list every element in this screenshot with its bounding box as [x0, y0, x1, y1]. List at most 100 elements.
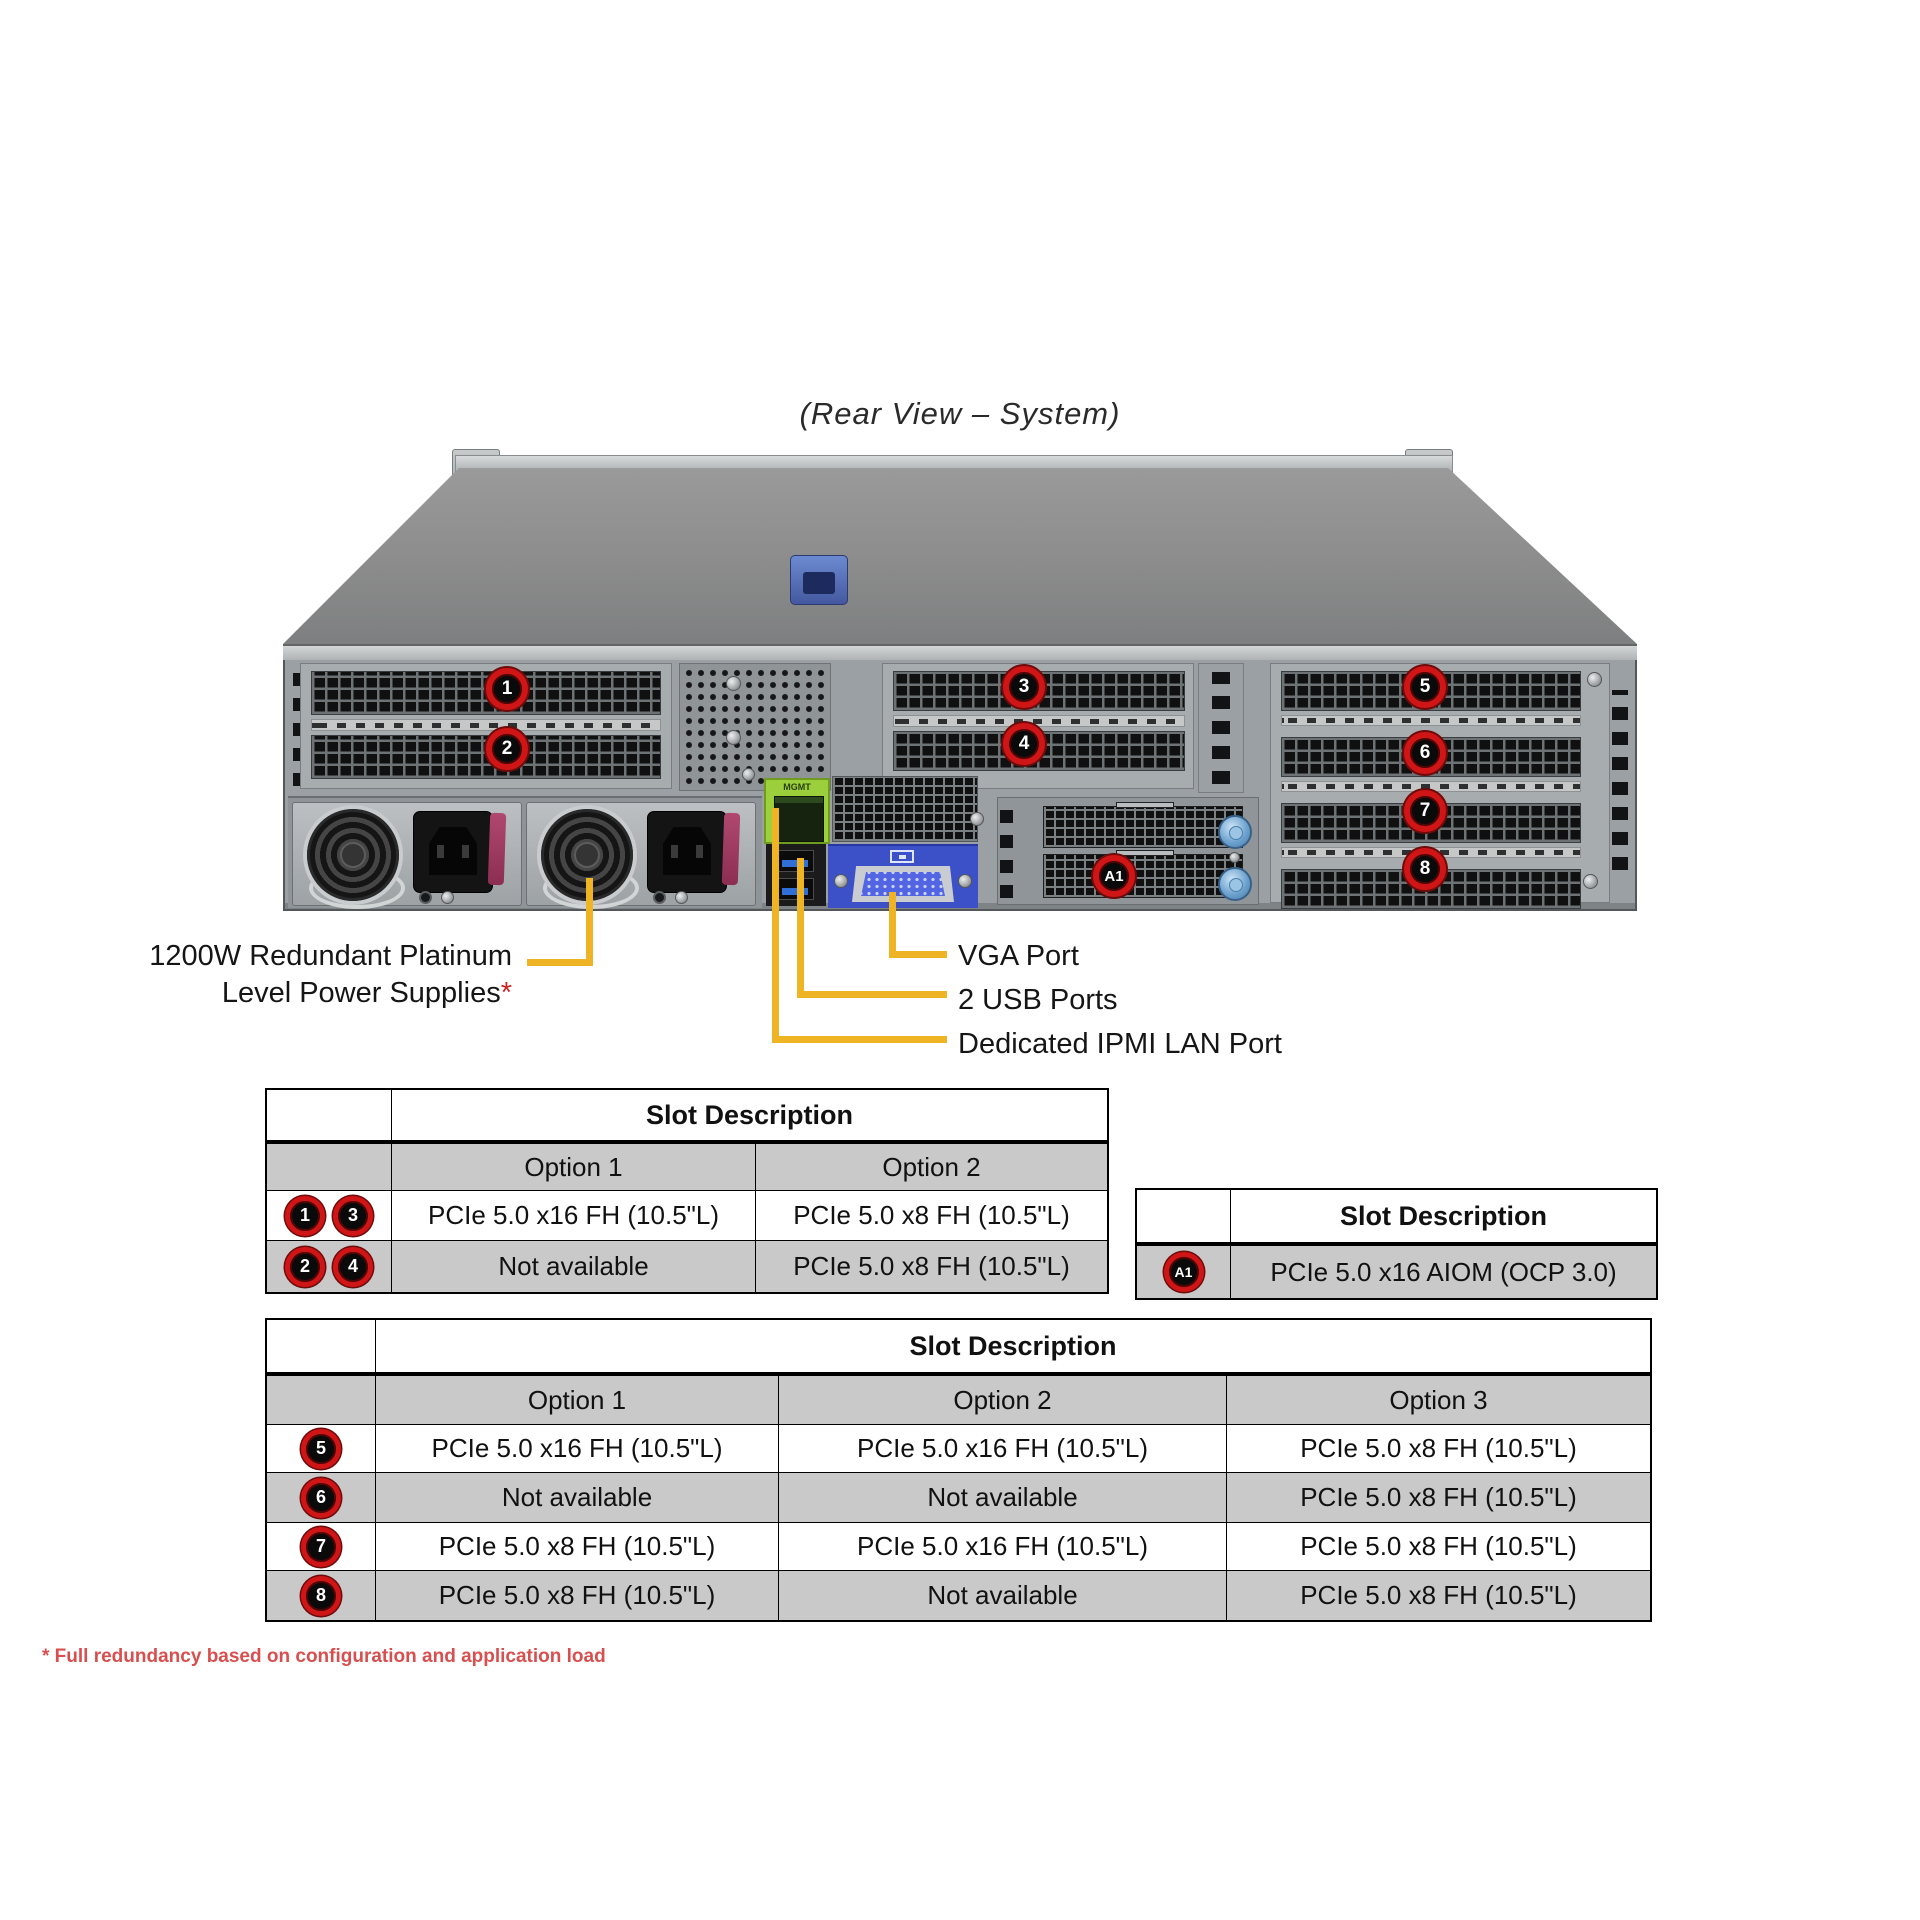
monitor-icon-dot — [899, 855, 906, 859]
table-cell-empty — [1137, 1190, 1230, 1242]
ac-pin — [462, 845, 469, 858]
slot-badge-7: 7 — [1404, 790, 1446, 832]
table-slots-1-4: Slot Description Option 1 Option 2 1 3 P… — [265, 1088, 1109, 1294]
cover-latch-button — [803, 572, 835, 594]
table-col-header: Option 2 — [778, 1372, 1226, 1424]
table-badge-a1: A1 — [1163, 1252, 1204, 1292]
pcie-slot-2-vent — [311, 735, 661, 779]
rj45-jack — [774, 796, 824, 842]
table-badge-5: 5 — [301, 1428, 341, 1469]
psu-latch — [487, 812, 507, 886]
rear-panel: MGMT — [283, 660, 1637, 911]
slot-badge-1: 1 — [486, 668, 528, 710]
vga-connector — [852, 866, 954, 902]
aiom-slot-a2-vent — [1043, 806, 1243, 848]
screw — [726, 676, 741, 691]
chassis-rim — [283, 644, 1637, 662]
ipmi-callout-line-v — [772, 808, 779, 1043]
aiom-handle — [1116, 850, 1174, 856]
vga-screw-right — [958, 874, 972, 888]
slot-badge-6: 6 — [1404, 732, 1446, 774]
power-supply-2 — [526, 802, 756, 909]
table-cell: Not available — [375, 1472, 778, 1522]
table-badge-1: 1 — [285, 1195, 325, 1236]
table-cell: Not available — [391, 1240, 755, 1292]
psu-callout-line1: 1200W Redundant Platinum — [149, 940, 512, 972]
table-header: Slot Description — [391, 1090, 1107, 1140]
usb-callout-line-v — [797, 858, 804, 998]
table-cell: PCIe 5.0 x16 AIOM (OCP 3.0) — [1230, 1242, 1656, 1298]
vga-pins — [861, 872, 945, 896]
table-cell: PCIe 5.0 x8 FH (10.5"L) — [755, 1190, 1107, 1240]
slot-badge-3: 3 — [1003, 666, 1045, 708]
psu-bay — [288, 796, 762, 909]
psu-hole — [419, 891, 432, 904]
server-rear-illustration: MGMT — [283, 449, 1637, 911]
ac-inlet-socket — [663, 827, 711, 875]
table-cell: Not available — [778, 1472, 1226, 1522]
power-supply-1 — [292, 802, 522, 909]
ac-inlet — [647, 811, 727, 893]
psu-latch — [721, 812, 741, 886]
table-badge-7: 7 — [301, 1526, 341, 1567]
thumbscrew-blue — [1218, 867, 1252, 901]
psu-callout-line-h — [527, 959, 593, 966]
table-cell: PCIe 5.0 x8 FH (10.5"L) — [375, 1570, 778, 1620]
ocp-holes — [1000, 806, 1013, 898]
aiom-handle — [1116, 802, 1174, 808]
slot-divider — [1281, 715, 1581, 726]
table-cell: PCIe 5.0 x16 FH (10.5"L) — [778, 1522, 1226, 1570]
table-cell: PCIe 5.0 x8 FH (10.5"L) — [1226, 1472, 1650, 1522]
table-cell: PCIe 5.0 x8 FH (10.5"L) — [755, 1240, 1107, 1292]
ac-pin — [671, 845, 678, 858]
table-cell: Not available — [778, 1570, 1226, 1620]
screw — [1229, 852, 1240, 863]
screw — [970, 812, 984, 826]
center-vent-block — [679, 663, 831, 791]
psu-fan-hub — [574, 842, 600, 868]
table-badge-8: 8 — [301, 1575, 341, 1616]
table-cell-empty — [267, 1372, 375, 1424]
ipmi-callout-label: Dedicated IPMI LAN Port — [958, 1028, 1282, 1060]
table-col-header: Option 1 — [391, 1140, 755, 1190]
cover-latch — [790, 555, 848, 605]
slot-badge-5: 5 — [1404, 666, 1446, 708]
usb-port-1 — [776, 850, 814, 872]
screw — [1587, 672, 1602, 687]
table-cell: PCIe 5.0 x16 FH (10.5"L) — [391, 1190, 755, 1240]
vga-callout-line-v — [889, 892, 896, 958]
monitor-icon — [890, 850, 914, 863]
table-cell: PCIe 5.0 x16 FH (10.5"L) — [375, 1424, 778, 1472]
table-cell: PCIe 5.0 x8 FH (10.5"L) — [375, 1522, 778, 1570]
table-badge-cell: 6 — [267, 1472, 375, 1522]
slot-badge-8: 8 — [1404, 848, 1446, 890]
usb-callout-label: 2 USB Ports — [958, 984, 1118, 1016]
psu-handle — [309, 867, 405, 909]
table-header: Slot Description — [375, 1320, 1650, 1372]
table-badge-cell: 2 4 — [267, 1240, 391, 1292]
table-badge-6: 6 — [301, 1477, 341, 1518]
table-badge-3: 3 — [333, 1195, 373, 1236]
footnote-asterisk: * — [500, 977, 512, 1009]
psu-callout-label: 1200W Redundant Platinum Level Power Sup… — [80, 938, 512, 1012]
table-badge-cell: 7 — [267, 1522, 375, 1570]
vga-callout-label: VGA Port — [958, 940, 1079, 972]
usb-tongue — [782, 888, 808, 895]
table-badge-cell: 1 3 — [267, 1190, 391, 1240]
table-cell-empty — [267, 1090, 391, 1140]
psu-callout-line-v — [586, 878, 593, 966]
table-col-header: Option 3 — [1226, 1372, 1650, 1424]
table-aiom: Slot Description A1 PCIe 5.0 x16 AIOM (O… — [1135, 1188, 1658, 1300]
usb-port-2 — [776, 878, 814, 900]
slot-badge-4: 4 — [1003, 723, 1045, 765]
bracket-holes — [1212, 672, 1230, 784]
slot-divider — [311, 719, 661, 731]
vga-screw-left — [834, 874, 848, 888]
bracket-column — [1198, 663, 1244, 793]
chassis-top-cover — [283, 468, 1637, 644]
psu-hole — [653, 891, 666, 904]
screw — [675, 891, 688, 904]
table-header: Slot Description — [1230, 1190, 1656, 1242]
ac-inlet-socket — [429, 827, 477, 875]
